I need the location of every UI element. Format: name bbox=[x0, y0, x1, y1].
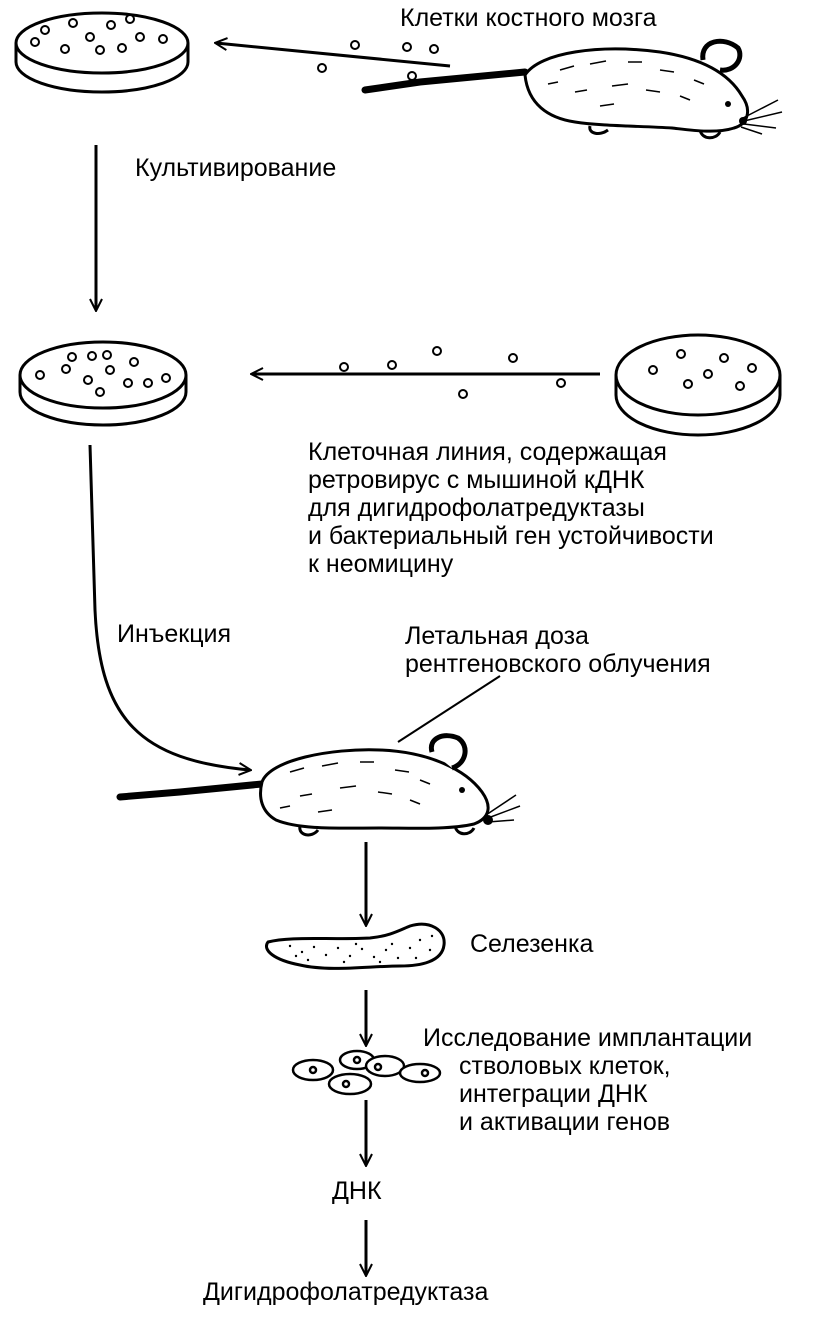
lethal-dose-line-2: рентгеновского облучения bbox=[405, 650, 711, 678]
injection-arrow bbox=[88, 444, 250, 770]
stem-cells-cluster bbox=[291, 1049, 442, 1096]
lethal-dose-label: Летальная доза рентгеновского облучения bbox=[405, 622, 711, 678]
bone-marrow-cells-label: Клетки костного мозга bbox=[400, 4, 657, 32]
injection-label: Инъекция bbox=[117, 620, 232, 648]
study-line-3: интеграции ДНК bbox=[459, 1080, 648, 1108]
irradiation-leader-line bbox=[397, 675, 501, 743]
study-line-1: Исследование имплантации bbox=[423, 1024, 753, 1052]
spleen-shape bbox=[265, 922, 446, 970]
study-line-2: стволовых клеток, bbox=[459, 1052, 671, 1080]
cultivation-label: Культивирование bbox=[135, 154, 337, 182]
petri-dish-cell-line bbox=[614, 333, 782, 437]
product-label: Дигидрофолатредуктаза bbox=[203, 1278, 489, 1306]
cell-line-line-3: для дигидрофолатредуктазы bbox=[308, 494, 645, 522]
petri-dish-cultured bbox=[18, 340, 188, 427]
recipient-mouse bbox=[116, 733, 521, 837]
cell-line-line-1: Клеточная линия, содержащая bbox=[308, 438, 667, 466]
dna-label: ДНК bbox=[332, 1177, 382, 1205]
study-line-4: и активации генов bbox=[459, 1108, 671, 1136]
lethal-dose-line-1: Летальная доза bbox=[405, 622, 589, 650]
spleen-label: Селезенка bbox=[470, 930, 594, 958]
cell-line-label: Клеточная линия, содержащая ретровирус с… bbox=[308, 438, 714, 578]
cell-line-line-5: к неомицину bbox=[308, 550, 454, 578]
cell-line-line-4: и бактериальный ген устойчивости bbox=[308, 522, 714, 550]
virus-transfer-arrow bbox=[252, 346, 600, 399]
study-label: Исследование имплантации стволовых клето… bbox=[423, 1024, 752, 1136]
cell-transfer-arrow bbox=[216, 41, 451, 81]
cell-line-line-2: ретровирус с мышиной кДНК bbox=[308, 466, 645, 494]
donor-mouse bbox=[361, 38, 783, 140]
petri-dish-bone-marrow bbox=[14, 11, 190, 94]
